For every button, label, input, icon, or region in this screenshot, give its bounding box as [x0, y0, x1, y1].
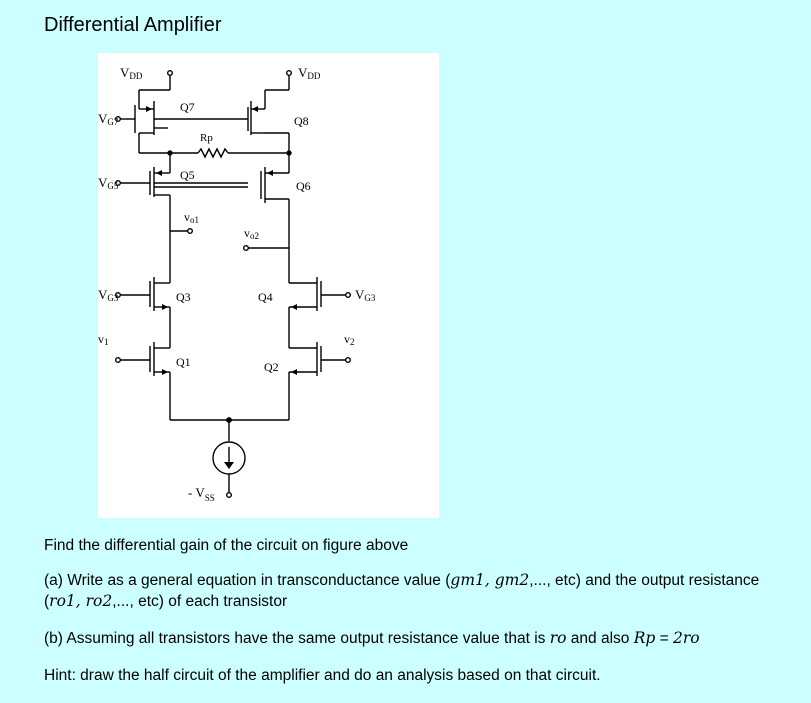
vss-label: - VSS: [188, 485, 215, 503]
resistor-rp: [197, 147, 229, 159]
vo1-label: vo1: [184, 210, 199, 225]
transistor-q6: [260, 167, 289, 203]
current-source: [212, 441, 246, 475]
transistor-q7: [128, 101, 168, 135]
vg3-left-label: VG3: [98, 287, 119, 303]
vdd-right-terminal: [285, 70, 292, 77]
q3-label: Q3: [176, 290, 191, 304]
vdd-left-terminal: [166, 70, 173, 77]
rp-label: Rp: [200, 132, 213, 144]
v1-label: v1: [98, 332, 109, 347]
q5-label: Q5: [180, 168, 195, 182]
transistor-q4: [289, 277, 322, 311]
vo2-terminal: [242, 244, 249, 251]
vg3-right-label: VG3: [355, 287, 376, 303]
vo2-label: vo2: [244, 226, 259, 241]
q6-label: Q6: [296, 179, 311, 193]
math-rp: Rp: [633, 629, 656, 647]
vss-terminal: [225, 492, 232, 499]
math-ro-b: ro: [549, 629, 567, 647]
vg7-label: VG7: [98, 111, 119, 127]
circuit-diagram: VDD VDD VG7 VG5 VG3 VG3 Q7 Q8 Rp Q5 Q6 v…: [98, 65, 376, 503]
transistor-q8: [247, 101, 265, 135]
vdd-right-label: VDD: [298, 65, 321, 81]
transistor-q5: [149, 167, 170, 197]
circuit-figure: VDD VDD VG7 VG5 VG3 VG3 Q7 Q8 Rp Q5 Q6 v…: [98, 53, 439, 518]
math-ro: ro1, ro2: [49, 592, 113, 610]
v2-label: v2: [344, 332, 355, 347]
q8-label: Q8: [294, 114, 309, 128]
q1-label: Q1: [176, 355, 191, 369]
vg5-label: VG5: [98, 175, 119, 191]
vo1-terminal: [186, 227, 193, 234]
math-gm: gm1, gm2: [450, 571, 530, 589]
math-2ro: 2ro: [672, 629, 700, 647]
q2-label: Q2: [264, 360, 279, 374]
question-part-b: (b) Assuming all transistors have the sa…: [44, 629, 700, 647]
question-part-a: (a) Write as a general equation in trans…: [44, 571, 760, 610]
question-hint: Hint: draw the half circuit of the ampli…: [44, 667, 601, 684]
q7-label: Q7: [180, 100, 195, 114]
question-intro: Find the differential gain of the circui…: [44, 537, 409, 554]
page-title: Differential Amplifier: [44, 14, 222, 36]
transistor-q2: [289, 342, 322, 376]
q4-label: Q4: [258, 290, 273, 304]
vdd-left-label: VDD: [120, 65, 143, 81]
transistor-q1: [149, 342, 170, 376]
transistor-q3: [149, 277, 170, 311]
